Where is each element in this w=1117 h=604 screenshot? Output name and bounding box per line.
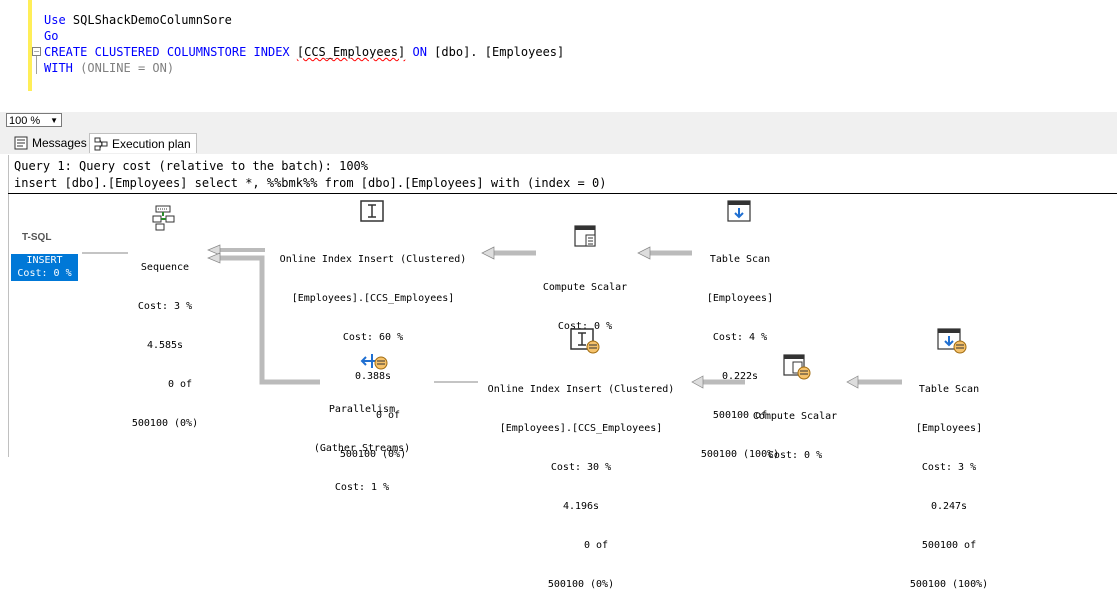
tab-execution-plan-label: Execution plan bbox=[112, 137, 191, 151]
parallelism-node[interactable]: Parallelism (Gather Streams) Cost: 1 % bbox=[312, 377, 412, 507]
oii-top-rows-total: 500100 (0%) bbox=[339, 449, 407, 460]
plan-arrows bbox=[82, 244, 902, 389]
messages-icon bbox=[14, 136, 28, 150]
ts-top-object: [Employees] bbox=[706, 293, 774, 304]
insert-node[interactable]: INSERT Cost: 0 % bbox=[11, 254, 78, 281]
compute-scalar-parallel-icon[interactable] bbox=[783, 354, 811, 380]
online-index-insert-bottom-node[interactable]: Online Index Insert (Clustered) [Employe… bbox=[470, 357, 692, 604]
tab-messages[interactable]: Messages bbox=[10, 133, 90, 153]
oii-bot-rows: 0 of bbox=[583, 540, 609, 551]
execution-plan-pane[interactable] bbox=[8, 155, 1117, 457]
sequence-icon[interactable] bbox=[152, 205, 176, 231]
ts-top-rows: 500100 of bbox=[712, 410, 768, 421]
parallelism-cost: Cost: 1 % bbox=[334, 482, 390, 493]
cs-top-cost: Cost: 0 % bbox=[557, 321, 613, 332]
ts-top-cost: Cost: 4 % bbox=[712, 332, 768, 343]
zoom-dropdown[interactable]: 100 % ▼ bbox=[6, 113, 62, 127]
tab-messages-label: Messages bbox=[32, 136, 87, 150]
compute-scalar-icon[interactable] bbox=[574, 225, 598, 249]
oii-bot-rows-total: 500100 (0%) bbox=[547, 579, 615, 590]
code-line-1: Use SQLShackDemoColumnSore bbox=[44, 13, 232, 27]
collapse-toggle-icon[interactable]: − bbox=[32, 47, 41, 56]
online-index-insert-top-node[interactable]: Online Index Insert (Clustered) [Employe… bbox=[262, 227, 484, 474]
oii-top-cost: Cost: 60 % bbox=[342, 332, 404, 343]
ts-bot-rows: 500100 of bbox=[921, 540, 977, 551]
arrow-parallelism-sequence bbox=[216, 255, 320, 385]
oii-bot-time: 4.196s bbox=[562, 501, 600, 512]
compute-scalar-top-node[interactable]: Compute Scalar Cost: 0 % bbox=[535, 255, 635, 346]
query-text-line: insert [dbo].[Employees] select *, %%bmk… bbox=[14, 176, 607, 190]
ts-top-rows-total: 500100 (100%) bbox=[700, 449, 780, 460]
sequence-rows-total: 500100 (0%) bbox=[131, 418, 199, 429]
oii-top-object: [Employees].[CCS_Employees] bbox=[291, 293, 455, 304]
ts-bot-time: 0.247s bbox=[930, 501, 968, 512]
oii-bot-object: [Employees].[CCS_Employees] bbox=[499, 423, 663, 434]
insert-node-cost: Cost: 0 % bbox=[17, 268, 72, 279]
code-line-2: Go bbox=[44, 29, 59, 43]
execution-plan-icon bbox=[94, 137, 108, 151]
query-cost-line: Query 1: Query cost (relative to the bat… bbox=[14, 159, 369, 173]
ts-bot-cost: Cost: 3 % bbox=[921, 462, 977, 473]
oii-bot-cost: Cost: 30 % bbox=[550, 462, 612, 473]
parallelism-icon[interactable] bbox=[360, 350, 388, 372]
oii-top-rows: 0 of bbox=[375, 410, 401, 421]
index-insert-icon[interactable] bbox=[360, 200, 384, 222]
parallelism-name: Parallelism bbox=[328, 404, 396, 415]
sequence-node[interactable]: Sequence Cost: 3 % 4.585s 0 of 500100 (0… bbox=[115, 235, 215, 443]
cs-bot-cost: Cost: 0 % bbox=[767, 450, 823, 461]
sequence-rows: 0 of bbox=[167, 379, 193, 390]
parallelism-sub: (Gather Streams) bbox=[313, 443, 411, 454]
sequence-time: 4.585s bbox=[146, 340, 184, 351]
oii-top-name: Online Index Insert (Clustered) bbox=[279, 254, 467, 265]
cs-bot-name: Compute Scalar bbox=[752, 411, 838, 422]
index-insert-parallel-icon[interactable] bbox=[570, 328, 600, 354]
ts-bot-name: Table Scan bbox=[918, 384, 980, 395]
sequence-name: Sequence bbox=[140, 262, 190, 273]
code-line-4: WITH (ONLINE = ON) bbox=[44, 61, 175, 75]
ts-bot-object: [Employees] bbox=[915, 423, 983, 434]
ts-top-time: 0.222s bbox=[721, 371, 759, 382]
cs-top-name: Compute Scalar bbox=[542, 282, 628, 293]
table-scan-bottom-node[interactable]: Table Scan [Employees] Cost: 3 % 0.247s … bbox=[899, 357, 999, 604]
change-marker bbox=[28, 0, 32, 91]
ts-bot-rows-total: 500100 (100%) bbox=[909, 579, 989, 590]
fold-guide bbox=[36, 56, 37, 74]
insert-node-name: INSERT bbox=[26, 255, 63, 266]
table-scan-top-node[interactable]: Table Scan [Employees] Cost: 4 % 0.222s … bbox=[690, 227, 790, 474]
zoom-value: 100 % bbox=[9, 115, 41, 127]
tab-execution-plan[interactable]: Execution plan bbox=[89, 133, 197, 153]
oii-bot-name: Online Index Insert (Clustered) bbox=[487, 384, 675, 395]
code-line-3: CREATE CLUSTERED COLUMNSTORE INDEX [CCS_… bbox=[44, 45, 565, 59]
ts-top-name: Table Scan bbox=[709, 254, 771, 265]
tsql-label: T-SQL bbox=[22, 232, 52, 243]
query-editor[interactable]: Use SQLShackDemoColumnSore Go − CREATE C… bbox=[0, 0, 1117, 112]
query-header: Query 1: Query cost (relative to the bat… bbox=[8, 156, 1117, 194]
oii-top-time: 0.388s bbox=[354, 371, 392, 382]
chevron-down-icon: ▼ bbox=[50, 116, 58, 125]
table-scan-icon[interactable] bbox=[727, 200, 751, 222]
compute-scalar-bottom-node[interactable]: Compute Scalar Cost: 0 % bbox=[745, 384, 845, 475]
sequence-cost: Cost: 3 % bbox=[137, 301, 193, 312]
table-scan-parallel-icon[interactable] bbox=[937, 328, 967, 354]
